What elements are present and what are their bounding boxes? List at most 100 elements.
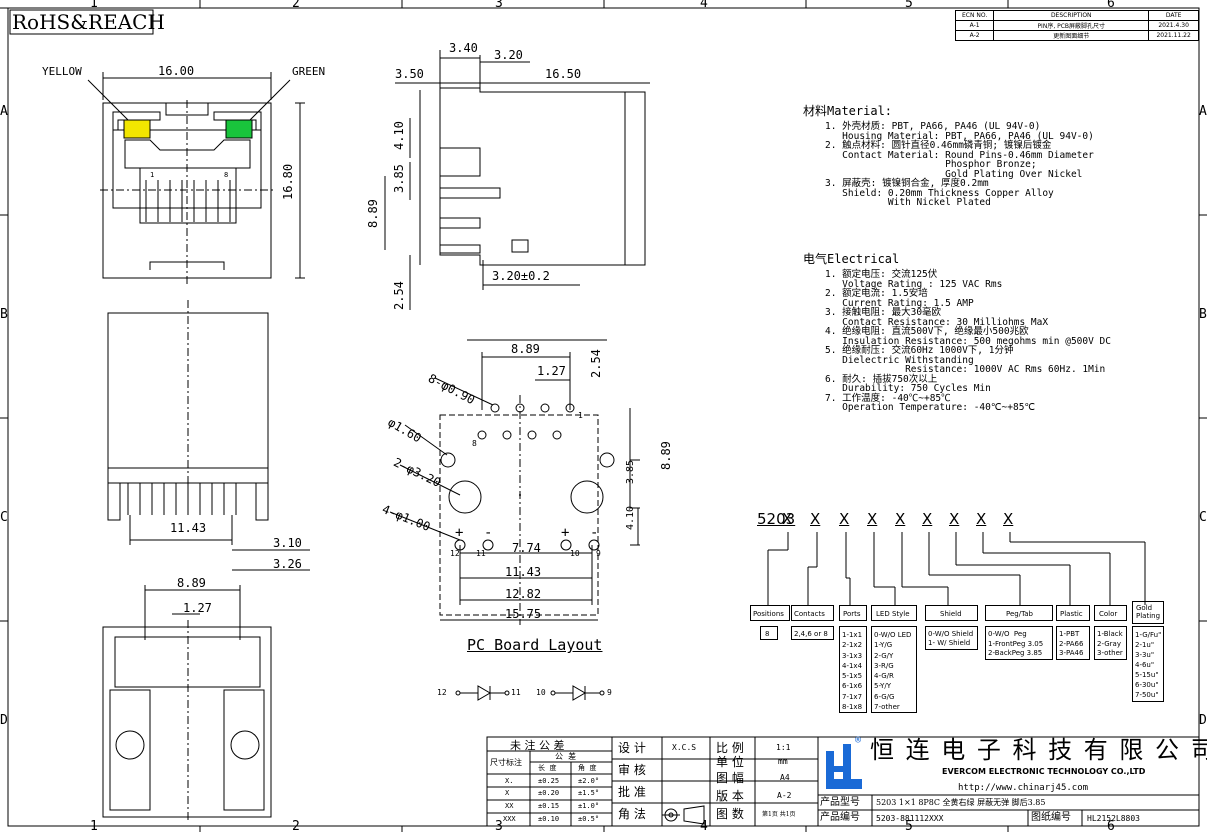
rohs-title: RoHS&REACH [12, 10, 165, 34]
bottom-view [102, 585, 272, 820]
row-label-a-r: A [1199, 104, 1207, 119]
tb-scale-label: 比 例 [716, 741, 744, 755]
green-led [225, 119, 253, 139]
material-line: 2. 触点材料: 圆针直径0.46mm磷青铜; 镀镍后镀金 [825, 140, 1052, 151]
electrical-line: Contact Resistance: 30 Milliohms MaX [825, 316, 1049, 328]
pcb-pin10: 10 [570, 549, 580, 558]
pcb-pin1: 1 [578, 411, 583, 420]
row-label-c-r: C [1199, 510, 1207, 525]
registered-mark: ® [855, 735, 862, 746]
row-label-a: A [0, 104, 8, 119]
tb-tol-r3c2: ±0.15 [538, 802, 560, 810]
opt-title: Ports [843, 610, 861, 618]
ecn-r2-no: A-2 [954, 30, 995, 41]
tb-unit-label: 单 位 [716, 755, 744, 769]
col-label-1b: 1 [90, 819, 98, 834]
opt-box-plastic: 1-PBT 2-PA66 3-PA46 [1056, 626, 1090, 660]
pcb-minus-left: - [484, 525, 493, 541]
part-code-x: X [922, 510, 933, 528]
opt-title: Gold Plating [1136, 604, 1161, 620]
material-line: 3. 屏蔽壳: 镀镍铜合金, 厚度0.2mm [825, 178, 989, 189]
dim-889-bottom: 8.89 [177, 576, 206, 590]
part-code-x: X [976, 510, 987, 528]
electrical-line: 4. 绝缘电阻: 直流500V下, 绝缘最小500兆欧 [825, 326, 1029, 337]
opt-box-contacts: 2,4,6 or 8 [791, 626, 834, 640]
tb-review-label: 审 核 [618, 763, 646, 777]
pcb-layout-title: PC Board Layout [467, 636, 603, 654]
label-green: GREEN [292, 65, 326, 78]
pcb-dim-1282: 12.82 [505, 587, 542, 601]
yellow-led [123, 119, 151, 139]
tb-company-en: EVERCOM ELECTRONIC TECHNOLOGY CO.,LTD [942, 767, 1146, 776]
tb-tol-r1c3: ±2.0° [578, 777, 600, 785]
pcb-dim-410: 4.10 [625, 505, 636, 530]
electrical-line: 6. 耐久: 插拔750次以上 [825, 373, 938, 385]
part-code-x: X [810, 510, 821, 528]
tb-company-cn: 恒 连 电 子 科 技 有 限 公 司 [870, 736, 1207, 764]
pcb-pin9: 9 [596, 549, 601, 558]
dim-1650: 16.50 [545, 67, 582, 81]
row-label-d-r: D [1199, 713, 1207, 728]
electrical-line: 7. 工作温度: -40℃~+85℃ [825, 392, 951, 404]
tb-tol-h2: 角 度 [578, 764, 597, 772]
ecn-r2-desc: 更新图面细节 [993, 30, 1150, 41]
opt-box-shield-title: Shield [925, 605, 978, 621]
tb-url: http://www.chinarj45.com [958, 783, 1089, 793]
diode-pin-10: 10 [536, 688, 546, 697]
tb-size-value: A4 [780, 773, 790, 782]
pcb-plus-left: + [455, 525, 464, 541]
material-line: Phosphor Bronze; [825, 159, 1037, 170]
col-label-6b: 6 [1107, 819, 1115, 834]
dim-254-side: 2.54 [392, 281, 406, 310]
tb-tol-r4c2: ±0.10 [538, 815, 560, 823]
opt-title: LED Style [876, 610, 910, 618]
pcb-dim-127: 1.27 [537, 364, 566, 378]
col-label-6: 6 [1107, 0, 1115, 11]
col-label-1: 1 [90, 0, 98, 11]
tb-unit-value: mm [778, 757, 788, 766]
ecn-r1-no: A-1 [954, 20, 995, 31]
front-pin8: 8 [224, 171, 229, 179]
pcb-pin11: 11 [476, 549, 486, 558]
pcb-holes [440, 403, 615, 551]
opt-box-peg: 0-W/O Peg 1-FrontPeg 3.05 2-BackPeg 3.85 [985, 626, 1053, 660]
opt-values: 0-W/O LED 1-Y/G 2-G/Y 3-R/G 4-G/R 5-Y/Y … [874, 631, 912, 712]
tb-size-label: 图 幅 [716, 771, 744, 785]
label-yellow: YELLOW [42, 65, 82, 78]
pcb-minus-right: - [590, 525, 599, 541]
col-label-3b: 3 [495, 819, 503, 834]
tb-drawing-label: 图纸编号 [1031, 812, 1071, 823]
tb-model-label: 产品型号 [820, 797, 860, 808]
tb-tol-r1c1: X. [505, 777, 514, 785]
dim-320: 3.20 [494, 48, 523, 62]
pcb-pin8: 8 [472, 439, 477, 448]
part-code-x: X [949, 510, 960, 528]
front-view [87, 72, 305, 285]
dim-340: 3.40 [449, 41, 478, 55]
opt-box-plastic-title: Plastic [1056, 605, 1090, 621]
electrical-line: 2. 额定电流: 1.5安培 [825, 288, 928, 299]
electrical-line: Resistance: 1000V AC Rms 60Hz. 1Min [825, 364, 1106, 375]
tb-pages-label: 图 数 [716, 807, 744, 821]
opt-title: Shield [940, 610, 962, 618]
tb-code-value: 5203-881112XXX [876, 814, 944, 823]
opt-title: Color [1099, 610, 1118, 618]
company-logo [826, 744, 862, 789]
part-code-leaders [767, 532, 1146, 605]
material-list: 1. 外壳材质: PBT, PA66, PA46 (UL 94V-0) Hous… [825, 122, 1094, 208]
pcb-dim-889-top: 8.89 [511, 342, 540, 356]
front-pins [145, 180, 231, 222]
tb-code-label: 产品编号 [820, 812, 860, 823]
material-line: Shield: 0.20mm Thickness Copper Alloy [825, 187, 1054, 199]
diode-pin-12: 12 [437, 688, 447, 697]
tb-design-label: 设 计 [618, 741, 646, 755]
electrical-line: Durability: 750 Cycles Min [825, 383, 991, 394]
ecn-h-desc: DESCRIPTION [993, 10, 1150, 21]
diode-pin-9: 9 [607, 688, 612, 697]
pcb-pin12: 12 [450, 549, 460, 558]
dim-326: 3.26 [273, 557, 302, 571]
side-view [384, 50, 650, 310]
tb-tol-sub1: 尺寸标注 [490, 758, 522, 767]
